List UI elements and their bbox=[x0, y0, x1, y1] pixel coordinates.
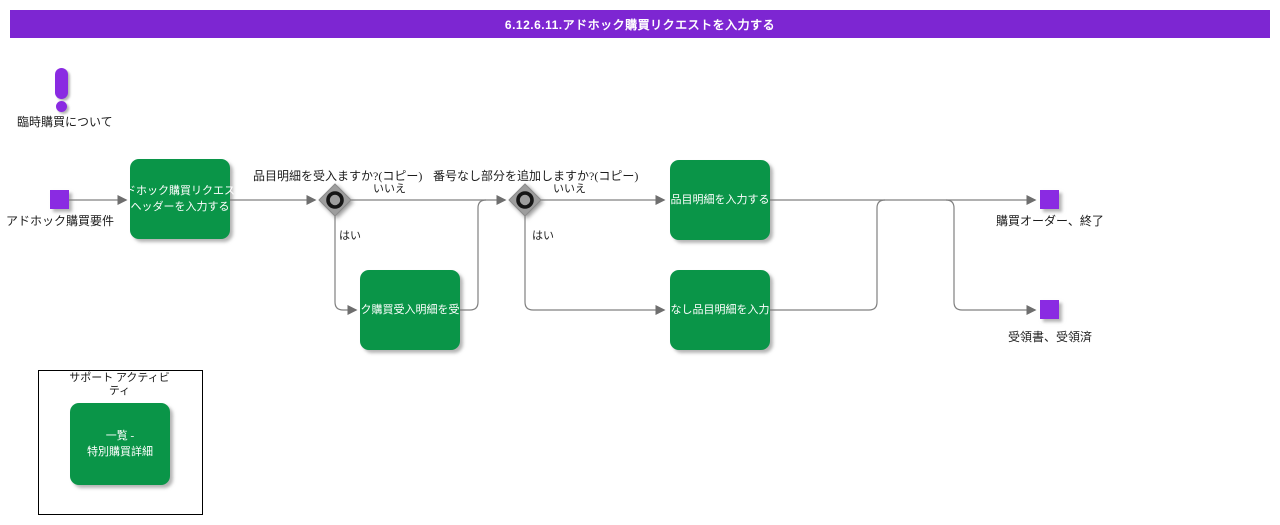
gateway1-question-label: 品目明細を受入ますか?(コピー) bbox=[253, 169, 423, 183]
task-enter-item-lines-line1: 品目明細を入力する bbox=[670, 194, 770, 206]
page-title-text: 6.12.6.11.アドホック購買リクエストを入力する bbox=[504, 17, 776, 32]
end-event-receipt[interactable] bbox=[1040, 300, 1059, 319]
task-receive-lines-line1: ク購買受入明細を受 bbox=[360, 304, 460, 316]
gateway1-yes-label: はい bbox=[339, 230, 361, 242]
support-activities-title-line1: サポート アクティビ bbox=[69, 372, 170, 384]
task-enter-request-header-line2: ヘッダーを入力する bbox=[130, 201, 230, 213]
end-event-order-label: 購買オーダー、終了 bbox=[996, 214, 1104, 228]
task-enter-no-number-lines[interactable]: なし品目明細を入力 bbox=[670, 270, 770, 350]
end-event-receipt-label: 受領書、受領済 bbox=[1007, 330, 1092, 344]
support-activities-title: サポート アクティビ ティ bbox=[38, 372, 201, 398]
task-enter-request-header[interactable]: ドホック購買リクエス ヘッダーを入力する bbox=[125, 159, 235, 239]
task-special-purchase-detail-line1: 一覧 - bbox=[105, 430, 135, 442]
edge-task-no-number-merge bbox=[770, 199, 886, 311]
gateway1-no-label: いいえ bbox=[373, 183, 406, 195]
support-activities-title-line2: ティ bbox=[108, 385, 131, 397]
task-enter-request-header-line1: ドホック購買リクエス bbox=[125, 185, 235, 197]
annotation-label: 臨時購買について bbox=[17, 115, 113, 129]
start-event-label: アドホック購買要件 bbox=[5, 214, 114, 228]
gateway2-no-label: いいえ bbox=[553, 183, 586, 195]
task-receive-lines[interactable]: ク購買受入明細を受 bbox=[360, 270, 460, 350]
edge-task-receive-merge bbox=[460, 199, 487, 311]
gateway2-question-label: 番号なし部分を追加しますか?(コピー) bbox=[433, 169, 639, 183]
gateway1-diamond[interactable] bbox=[317, 182, 353, 218]
start-event[interactable] bbox=[50, 190, 69, 209]
gateway2-yes-label: はい bbox=[532, 230, 554, 242]
end-event-order[interactable] bbox=[1040, 190, 1059, 209]
task-special-purchase-detail-line2: 特別購買詳細 bbox=[87, 446, 153, 458]
task-enter-item-lines[interactable]: 品目明細を入力する bbox=[670, 160, 770, 240]
page-title: 6.12.6.11.アドホック購買リクエストを入力する bbox=[10, 10, 1270, 38]
gateway2-diamond[interactable] bbox=[507, 182, 543, 218]
task-enter-no-number-lines-line1: なし品目明細を入力 bbox=[670, 304, 770, 316]
task-special-purchase-detail[interactable]: 一覧 - 特別購買詳細 bbox=[70, 403, 170, 485]
exclamation-icon[interactable] bbox=[50, 66, 80, 116]
